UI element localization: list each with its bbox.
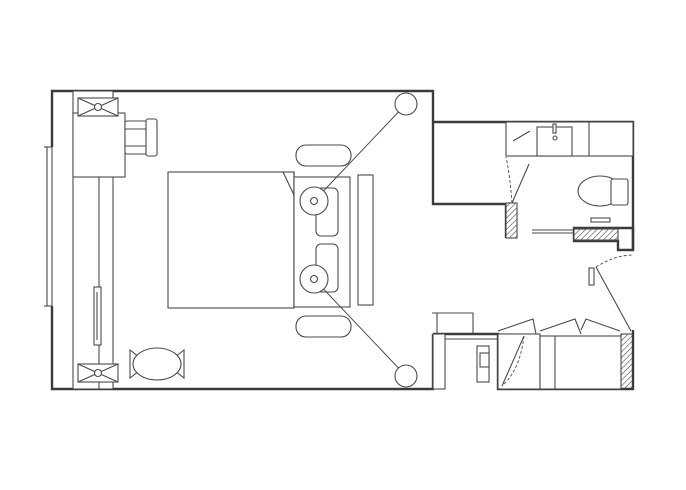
wall-column (620, 333, 634, 390)
desk (72, 112, 126, 178)
tv (93, 286, 102, 346)
drain-icon (552, 135, 558, 141)
towel-bar (512, 130, 531, 142)
lamp-lines (313, 103, 407, 377)
lamp-icon (299, 264, 329, 294)
toilet-paper (590, 217, 611, 223)
lamp-icon (299, 186, 329, 216)
mattress (167, 171, 295, 309)
window (44, 146, 53, 307)
round-table (129, 347, 185, 381)
closet (432, 312, 622, 390)
nightstand (295, 144, 352, 167)
closet-cabinet (539, 335, 622, 390)
door-swing (505, 156, 513, 204)
desk-chair (124, 118, 158, 157)
wall-column (505, 202, 518, 239)
ac-unit-icon (77, 97, 119, 117)
bathroom-wall (431, 120, 508, 238)
door-swing (501, 335, 525, 387)
wall-panel (357, 174, 374, 306)
bathroom-wall-step (572, 226, 635, 252)
door-swing (595, 254, 634, 268)
closet-unit (432, 333, 446, 390)
bathroom (431, 120, 635, 252)
bedroom (44, 89, 435, 391)
door-stop (588, 267, 595, 286)
nightstand (295, 315, 352, 338)
faucet (552, 123, 557, 134)
entry-door (595, 266, 632, 332)
bathroom-door (511, 163, 530, 204)
lamp-icon (394, 92, 418, 116)
bedroom-wall (50, 89, 435, 147)
closet-door (580, 318, 621, 332)
ac-unit-icon (77, 363, 119, 383)
lamp-icon (394, 364, 418, 388)
closet-door (497, 318, 537, 335)
shelf (432, 312, 474, 334)
toilet (577, 175, 629, 207)
wall-column (573, 228, 619, 241)
closet-door (501, 335, 525, 387)
double-bed (167, 171, 374, 309)
closet-door (539, 318, 582, 335)
